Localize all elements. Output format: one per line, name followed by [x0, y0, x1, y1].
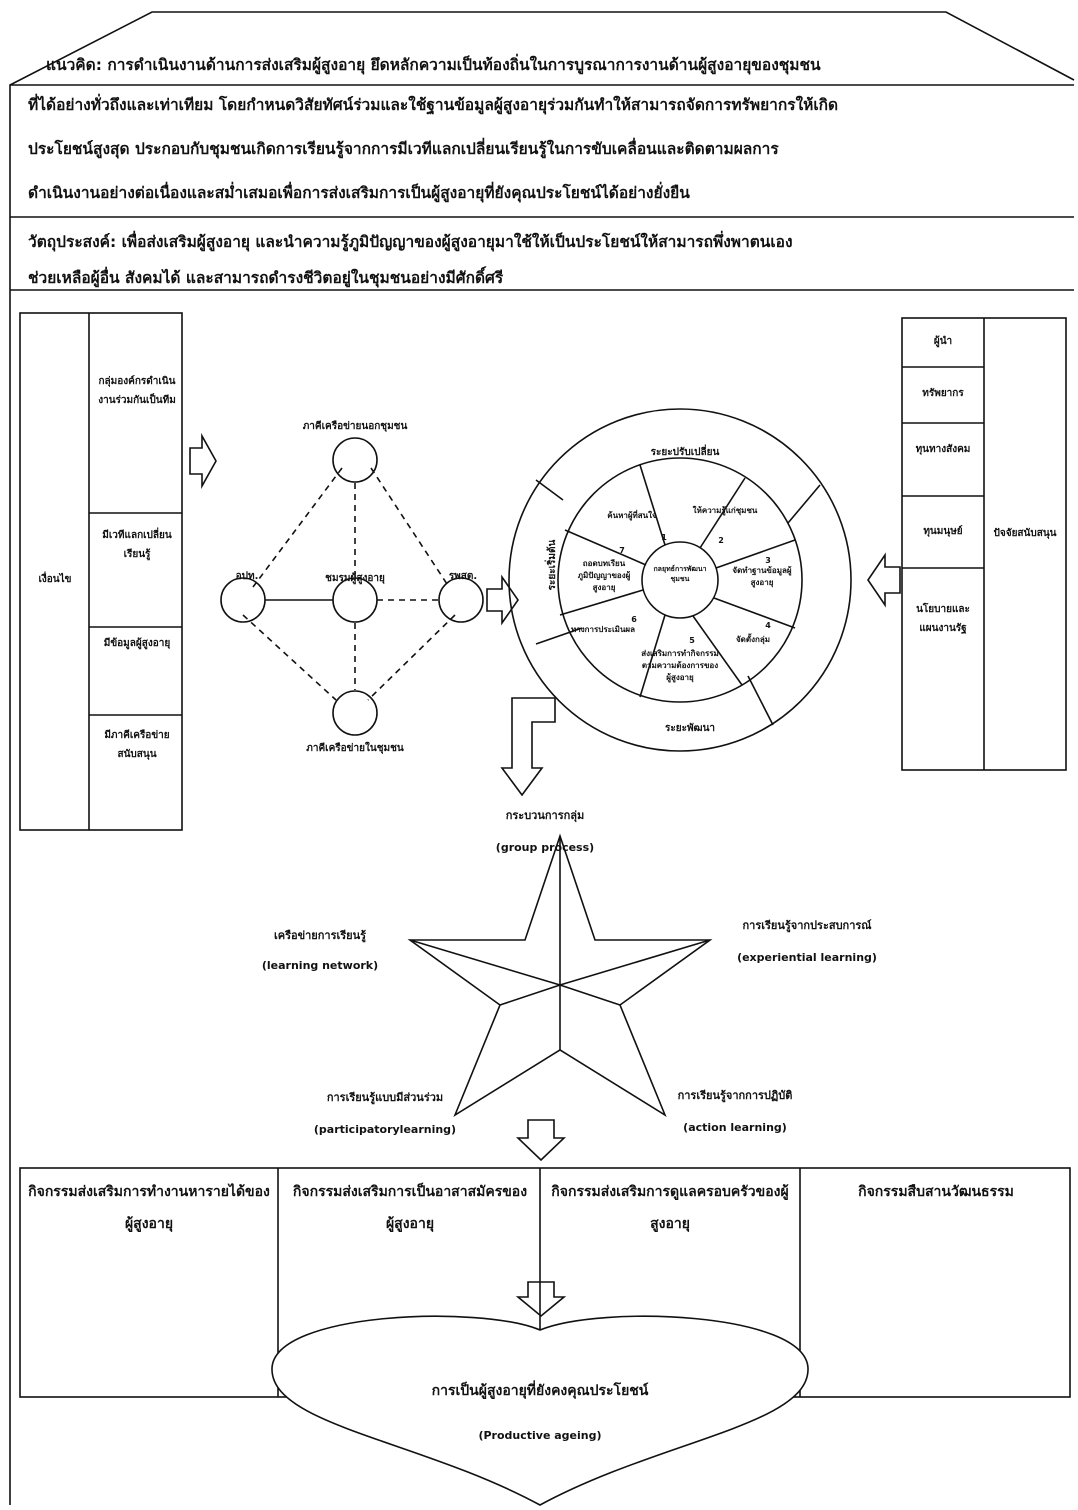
concept-line-2: ที่ได้อย่างทั่วถึงและเท่าเทียม โดยกำหนดว… [28, 96, 839, 114]
outcome-heart [271, 1315, 809, 1506]
star-left-en: (learning network) [261, 959, 379, 972]
arrow-conditions [189, 432, 217, 490]
wheel-seg-num-4: 4 [765, 621, 771, 630]
wheel-seg-num-7: 7 [619, 546, 625, 555]
arrow-network [486, 574, 519, 626]
conditions-box [19, 312, 183, 831]
node-elderly-club [332, 577, 378, 623]
wheel-seg-4: จัดตั้งกลุ่ม [735, 635, 770, 644]
network-left-label: อปท. [235, 571, 259, 582]
wheel-seg-2: ให้ความรู้แก่ชุมชน [692, 506, 758, 515]
network-right-label: รพสต. [448, 571, 478, 582]
condition-item-3: มีข้อมูลผู้สูงอายุ [103, 638, 171, 649]
wheel-seg-7: ถอดบทเรียนภูมิปัญญาของผู้สูงอายุ [577, 559, 631, 592]
wheel-outer [508, 408, 852, 752]
node-inner-partner [332, 690, 378, 736]
activity-2: กิจกรรมส่งเสริมการเป็นอาสาสมัครของผู้สูง… [292, 1184, 528, 1232]
star-bottom-right-th: การเรียนรู้จากการปฏิบัติ [677, 1089, 793, 1102]
arrow-outcome [515, 1281, 567, 1318]
objective-line-1: วัตถุประสงค์: เพื่อส่งเสริมผู้สูงอายุ แล… [28, 233, 793, 251]
activity-4: กิจกรรมสืบสานวัฒนธรรม [858, 1184, 1014, 1200]
node-local-gov [220, 577, 266, 623]
support-item-4: ทุนมนุษย์ [923, 526, 963, 537]
outcome-en: (Productive ageing) [478, 1429, 602, 1442]
group-process-th: กระบวนการกลุ่ม [505, 809, 585, 822]
wheel-seg-6: ทางการประเมินผล [570, 625, 636, 634]
wheel-top-label: ระยะปรับเปลี่ยน [650, 447, 720, 458]
star-right-th: การเรียนรู้จากประสบการณ์ [742, 919, 872, 932]
star-bottom-right-en: (action learning) [683, 1121, 787, 1134]
concept-line-4: ดำเนินงานอย่างต่อเนื่องและสม่ำเสมอเพื่อก… [28, 184, 690, 202]
star-right-en: (experiential learning) [737, 951, 877, 964]
wheel-seg-3: จัดทำฐานข้อมูลผู้สูงอายุ [732, 566, 792, 587]
wheel-inner [557, 457, 803, 703]
wheel-hub-label: กลยุทธ์การพัฒนาชุมชน [653, 565, 707, 583]
condition-item-1: กลุ่มองค์กรดำเนินงานร่วมกันเป็นทีม [98, 376, 176, 406]
arrow-bent [500, 697, 556, 797]
support-item-3: ทุนทางสังคม [915, 444, 971, 455]
concept-line-3: ประโยชน์สูงสุด ประกอบกับชุมชนเกิดการเรีย… [28, 140, 779, 158]
wheel-seg-num-1: 1 [661, 533, 667, 542]
conditions-label: เงื่อนไข [38, 574, 72, 585]
wheel-seg-5: ส่งเสริมการทำกิจกรรมตามความต้องการของผู้… [641, 649, 719, 682]
network-center-label: ชมรมผู้สูงอายุ [325, 573, 385, 584]
wheel-hub [641, 541, 719, 619]
node-outer-partner [332, 437, 378, 483]
node-health-center [438, 577, 484, 623]
wheel-seg-num-2: 2 [718, 536, 724, 545]
wheel-seg-num-6: 6 [631, 615, 637, 624]
concept-line-1: แนวคิด: การดำเนินงานด้านการส่งเสริมผู้สู… [46, 56, 821, 74]
wheel-bottom-label: ระยะพัฒนา [664, 723, 716, 734]
support-item-2: ทรัพยากร [922, 388, 964, 399]
objective-line-2: ช่วยเหลือผู้อื่น สังคมได้ และสามารถดำรงช… [28, 269, 504, 287]
activity-3: กิจกรรมส่งเสริมการดูแลครอบครัวของผู้สูงอ… [551, 1184, 789, 1232]
support-label: ปัจจัยสนับสนุน [993, 528, 1057, 539]
star-bottom-left-th: การเรียนรู้แบบมีส่วนร่วม [326, 1091, 444, 1104]
wheel-left-label: ระยะเริ่มต้น [547, 539, 558, 591]
arrow-activities [516, 1119, 566, 1162]
network-top-label: ภาคีเครือข่ายนอกชุมชน [302, 421, 408, 432]
support-item-5: นโยบายและแผนงานรัฐ [916, 604, 970, 634]
network-bottom-label: ภาคีเครือข่ายในชุมชน [306, 743, 404, 754]
group-process-en: (group process) [495, 841, 595, 854]
wheel-seg-num-3: 3 [765, 556, 771, 565]
wheel-seg-1: ค้นหาผู้ที่สนใจ [607, 511, 657, 520]
activity-1: กิจกรรมส่งเสริมการทำงานหารายได้ของผู้สูง… [28, 1184, 270, 1232]
arrow-support [867, 552, 901, 608]
outcome-th: การเป็นผู้สูงอายุที่ยังคงคุณประโยชน์ [431, 1383, 649, 1399]
star-left-th: เครือข่ายการเรียนรู้ [273, 929, 367, 942]
condition-item-4: มีภาคีเครือข่ายสนับสนุน [104, 730, 170, 760]
outer-frame [9, 11, 1075, 1505]
star-bottom-left-en: (participatorylearning) [313, 1123, 457, 1136]
condition-item-2: มีเวทีแลกเปลี่ยนเรียนรู้ [102, 530, 172, 560]
support-item-1: ผู้นำ [933, 336, 953, 347]
wheel-seg-num-5: 5 [689, 636, 695, 645]
